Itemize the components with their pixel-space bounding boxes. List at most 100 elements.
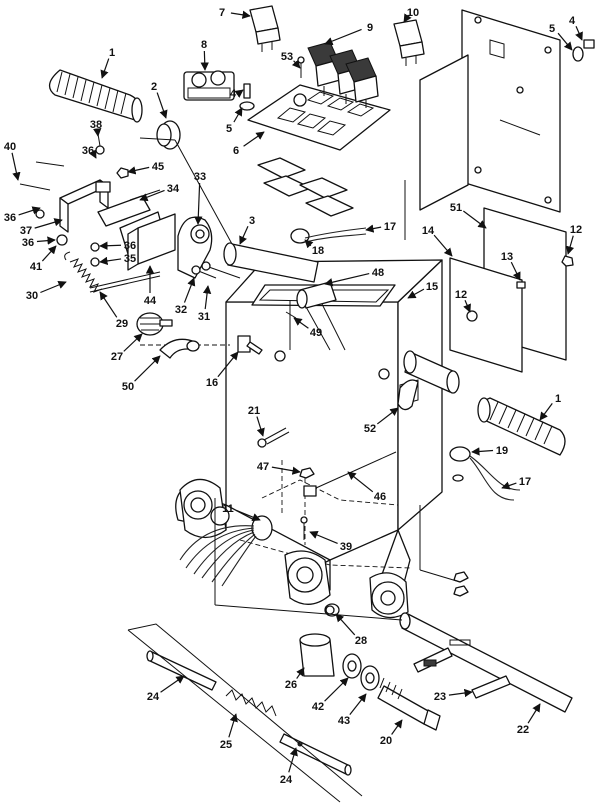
pivot-rod-24-top [146, 650, 217, 691]
bracket-37 [59, 179, 111, 233]
callout-c2: 2 [151, 81, 157, 93]
callout-c38: 38 [90, 119, 102, 131]
callout-c36d: 36 [124, 240, 136, 252]
callout-c25: 25 [220, 739, 232, 751]
leader-c14 [433, 234, 453, 257]
screw-21 [257, 427, 290, 448]
callout-c21: 21 [248, 405, 260, 417]
leader-c1b [539, 403, 553, 421]
bolts-31-32 [191, 261, 241, 279]
leader-c36b [18, 206, 41, 216]
leader-c33 [194, 182, 203, 225]
leader-c18 [304, 239, 314, 249]
leader-c52 [376, 407, 399, 425]
callout-c52: 52 [364, 423, 376, 435]
rocker-switches-9 [307, 41, 379, 108]
leader-c13 [510, 261, 521, 281]
callout-c31: 31 [198, 311, 210, 323]
callout-c4b: 4 [569, 15, 576, 27]
circuit-breaker-8 [183, 70, 235, 101]
screw-39 [300, 516, 308, 540]
callout-c24a: 24 [147, 691, 160, 703]
washer-43 [360, 665, 380, 691]
callout-c42: 42 [312, 701, 324, 713]
screw-49 [285, 311, 297, 319]
callout-c19: 19 [496, 445, 508, 457]
leader-c9 [324, 28, 362, 46]
nut-47 [299, 467, 315, 479]
callout-c47: 47 [257, 461, 269, 473]
callout-c11: 11 [222, 503, 234, 515]
callout-c41: 41 [30, 261, 42, 273]
leader-c5b [557, 32, 573, 51]
toggle-switch-16 [237, 335, 286, 362]
leader-c2 [156, 92, 168, 119]
leader-c24b [288, 747, 298, 773]
leader-c23 [448, 688, 473, 698]
callout-c18: 18 [312, 245, 324, 257]
leader-c46 [347, 471, 374, 493]
callout-c36c: 36 [22, 237, 34, 249]
leader-c12b [463, 300, 471, 313]
washer-42 [342, 653, 362, 679]
callout-c7: 7 [219, 7, 225, 19]
leader-c20 [391, 719, 403, 735]
rod-46 [303, 451, 397, 497]
gasket-strips [257, 157, 354, 217]
leader-c11 [236, 509, 261, 522]
leader-c47 [271, 466, 301, 475]
leader-c6 [243, 131, 265, 147]
leader-c32 [183, 277, 196, 303]
handle-grip-right [477, 397, 566, 456]
callout-c27: 27 [111, 351, 123, 363]
block-44 [127, 213, 176, 271]
leader-c5a [233, 107, 243, 123]
callout-c43: 43 [338, 715, 350, 727]
leader-c51 [463, 210, 487, 229]
shaft-3 [223, 242, 319, 283]
knob-18 [290, 227, 367, 244]
callout-c29: 29 [116, 318, 128, 330]
sleeve-26 [299, 633, 335, 677]
callout-c5b: 5 [549, 23, 555, 35]
callout-c20: 20 [380, 735, 392, 747]
leader-c39 [309, 531, 338, 545]
pins-23 [413, 647, 511, 699]
leader-c49 [293, 317, 309, 329]
leader-c37 [34, 218, 63, 229]
leader-c21 [256, 416, 265, 437]
leader-c34 [139, 189, 165, 202]
axle-22 [399, 612, 573, 713]
callout-c9: 9 [367, 22, 373, 34]
callout-c36a: 36 [82, 145, 94, 157]
grommet-19 [449, 446, 521, 501]
callout-c13: 13 [501, 251, 513, 263]
leader-c41 [41, 245, 57, 262]
callout-c8: 8 [201, 39, 207, 51]
nuts-right-lower [453, 571, 469, 597]
leader-c19 [471, 447, 494, 456]
leader-c12a [566, 235, 575, 255]
leader-c15 [407, 288, 425, 299]
callout-c34: 34 [167, 183, 180, 195]
cover-plate-14 [449, 257, 526, 373]
rocker-switch-10 [393, 19, 425, 66]
callout-c4a: 4 [230, 88, 237, 100]
leader-c22 [527, 703, 541, 724]
callout-c48: 48 [372, 267, 384, 279]
callout-c24b: 24 [280, 774, 293, 786]
wire-harness-11 [179, 515, 273, 587]
pivot-boss-center [284, 550, 331, 605]
callout-c10: 10 [407, 7, 419, 19]
leader-c36a [88, 149, 97, 159]
leader-c10 [403, 13, 412, 23]
leader-c42 [324, 677, 349, 702]
leader-c3 [239, 226, 249, 245]
switch-panel-6 [247, 84, 391, 151]
handle-grip-left [48, 69, 143, 123]
callout-c6: 6 [233, 145, 239, 157]
leader-c43 [349, 693, 367, 716]
callout-labels: 1123445567891011121213141516171718192021… [4, 7, 582, 786]
nut-12 [561, 255, 574, 267]
